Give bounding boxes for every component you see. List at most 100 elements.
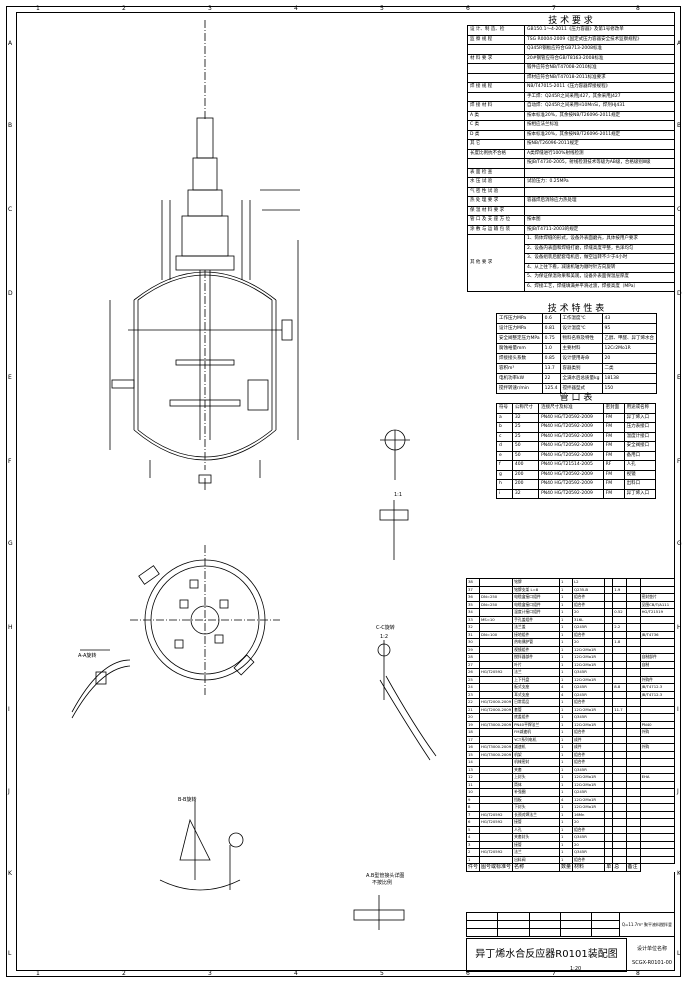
bom-cell: 38 <box>465 578 481 587</box>
bom-cell: 1 <box>558 848 573 857</box>
bom-cell: 1 <box>558 608 573 617</box>
tech-req-row: 焊材应符合NB/T47018-2011标准要求 <box>467 72 675 83</box>
nozzle-cell: 出料口 <box>623 479 657 490</box>
bom-cell <box>604 758 614 767</box>
bom-cell <box>625 645 641 654</box>
bom-cell <box>625 653 641 662</box>
nozzle-cell: 异丁烯入口 <box>623 488 657 499</box>
nozzle-cell: PN40 HG/T20592-2009 <box>538 469 604 480</box>
bom-cell <box>612 653 627 662</box>
bom-cell <box>625 810 641 819</box>
bom-cell <box>612 615 627 624</box>
tech-req-value: 按NB/T26096-2011规定 <box>524 139 675 150</box>
zone-2: 2 <box>122 970 126 977</box>
bom-cell: 33 <box>465 615 481 624</box>
bom-cell <box>639 788 676 797</box>
bom-cell <box>604 630 614 639</box>
bom-header-cell: 数量 <box>558 863 573 872</box>
zone-b: B <box>8 122 13 129</box>
nozzle-cell: RF <box>602 460 625 471</box>
tech-req-value: 按本图 <box>524 215 675 226</box>
label-scale-1-1: 1:1 <box>394 492 403 498</box>
bom-cell <box>639 818 676 827</box>
bom-cell <box>639 698 676 707</box>
bom-cell <box>479 825 514 834</box>
bom-cell: 13 <box>465 765 481 774</box>
bom-cell: 密封垫片 <box>639 593 676 602</box>
bom-cell: HG/T2000-2009 <box>479 705 514 714</box>
bom-cell: Q345R <box>571 833 606 842</box>
tech-req-label: 管 口 及 支 座 方 位 <box>467 215 525 226</box>
bom-cell: 32 <box>465 623 481 632</box>
bom-cell <box>625 855 641 864</box>
bom-cell: 热电偶护管 <box>512 638 560 647</box>
bom-cell: 20 <box>571 818 606 827</box>
bom-cell <box>639 578 676 587</box>
bom-cell: 1 <box>558 810 573 819</box>
bom-cell: 机械密封 <box>512 758 560 767</box>
tech-req-value: 按相应法兰标准 <box>524 120 675 131</box>
bom-cell: 1 <box>558 660 573 669</box>
zone-4: 4 <box>294 5 298 12</box>
bom-cell <box>604 668 614 677</box>
bom-cell <box>604 585 614 594</box>
drawing-scale: 1:20 <box>570 966 582 972</box>
bom-cell: 组合件 <box>571 855 606 864</box>
bom-cell: 1 <box>558 833 573 842</box>
bom-cell <box>639 638 676 647</box>
bom-cell <box>612 840 627 849</box>
bom-cell <box>612 630 627 639</box>
bom-cell <box>625 788 641 797</box>
bom-cell <box>625 758 641 767</box>
bom-cell: 5 <box>465 825 481 834</box>
bom-cell <box>479 788 514 797</box>
drawing-border-inner <box>16 12 675 971</box>
bom-cell: 组合件 <box>571 825 606 834</box>
bom-cell <box>604 735 614 744</box>
tech-char-cell: 13.7 <box>541 363 561 374</box>
bom-cell: 316L <box>571 615 606 624</box>
bom-cell: 上下托盘 <box>512 675 560 684</box>
bom-cell <box>639 615 676 624</box>
bom-cell <box>625 660 641 669</box>
tech-char-cell: 工作温度℃ <box>559 313 603 324</box>
bom-cell <box>479 795 514 804</box>
bom-cell <box>625 683 641 692</box>
tech-req-value: 按JB/T4730-2005，射线检测技术等级为AB级，合格级别Ⅲ级 <box>524 158 675 169</box>
nozzle-cell: PN40 HG/T20592-2009 <box>538 431 604 442</box>
bom-cell: HG/T3000-2009 <box>479 750 514 759</box>
tech-req-value <box>524 167 675 178</box>
tech-req-label: 设 计、制 造、检 <box>467 25 525 36</box>
zone-7: 7 <box>552 970 556 977</box>
bom-cell <box>604 600 614 609</box>
bom-cell: 组合件 <box>571 630 606 639</box>
bom-cell <box>625 728 641 737</box>
bom-cell <box>625 690 641 699</box>
bom-cell: 12Cr2Mo1R <box>571 660 606 669</box>
bom-cell: 30 <box>465 638 481 647</box>
bom-cell: 12Cr2Mo1R <box>571 705 606 714</box>
bom-cell: HG/T2000-2009 <box>479 698 514 707</box>
tech-req-other-item: 6、焊接工艺，焊缝填满并平滑过渡，焊接高度（MPa） <box>524 281 675 292</box>
zone-a: A <box>677 40 682 47</box>
bom-cell <box>604 578 614 587</box>
bom-cell: 1 <box>558 818 573 827</box>
tech-req-label: 表 面 检 查 <box>467 167 525 178</box>
bom-cell <box>625 578 641 587</box>
bom-cell: Q245R <box>571 690 606 699</box>
bom-cell: 见图CB/T/A111 <box>639 600 676 609</box>
bom-cell: 板式支座 <box>512 683 560 692</box>
bom-cell: 11.7 <box>612 705 627 714</box>
bom-cell: 温度计接口组件 <box>512 608 560 617</box>
